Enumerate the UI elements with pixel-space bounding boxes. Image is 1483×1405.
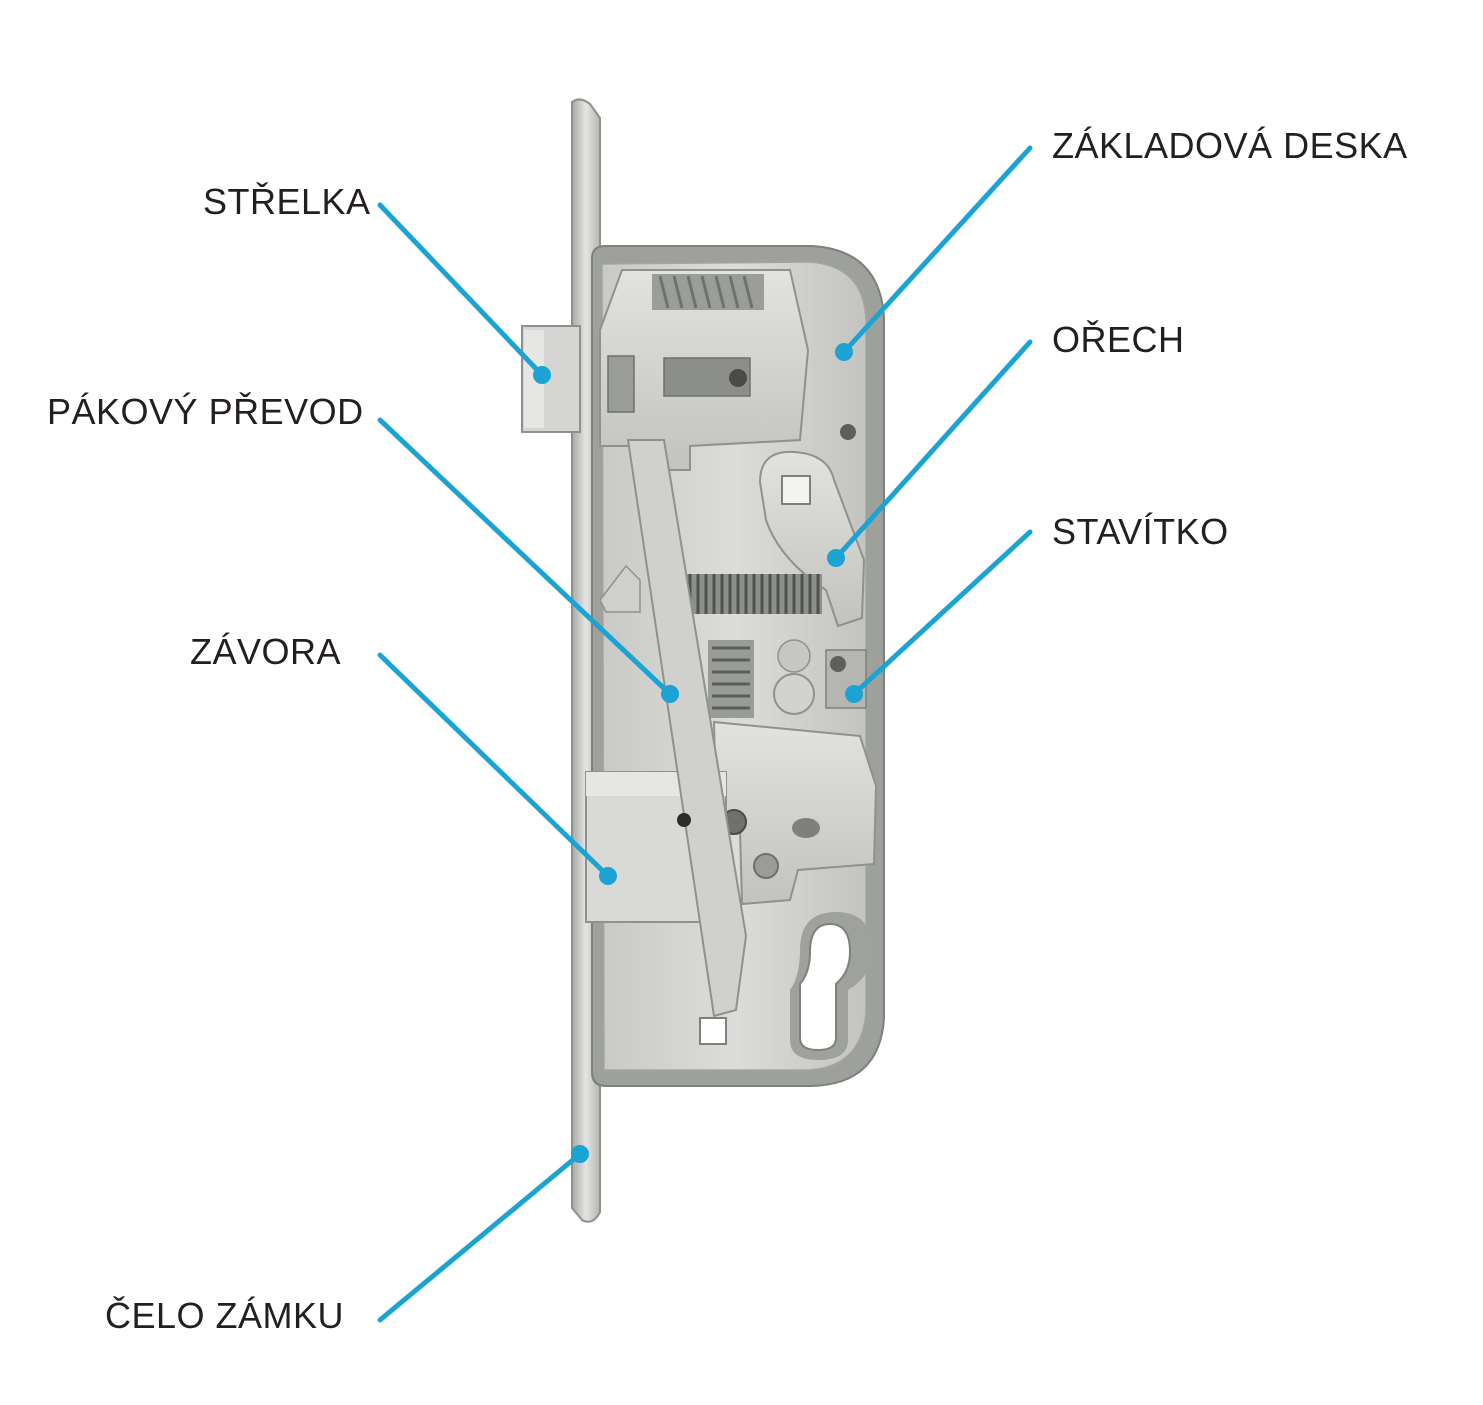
leader-lines	[377, 145, 1033, 1323]
label-celo-zamku: ČELO ZÁMKU	[105, 1295, 345, 1336]
lever-transmission	[626, 439, 748, 1018]
label-zakladova-deska: ZÁKLADOVÁ DESKA	[1052, 125, 1408, 166]
leader-orech	[833, 339, 1033, 561]
leader-zakladova-deska-dot	[835, 343, 853, 361]
latch-bolt	[521, 325, 581, 433]
leader-strelka-dot	[533, 366, 551, 384]
leader-celo-zamku-dot	[571, 1145, 589, 1163]
spindle-hub	[758, 424, 866, 628]
label-stavitko: STAVÍTKO	[1052, 511, 1229, 552]
leader-zavora	[377, 652, 611, 879]
label-pakovy-prevod: PÁKOVÝ PŘEVOD	[47, 391, 364, 432]
leader-celo-zamku	[377, 1151, 583, 1323]
leader-stavitko-dot	[845, 685, 863, 703]
label-zavora: ZÁVORA	[190, 631, 342, 672]
leader-pakovy-prevod	[377, 417, 673, 697]
leader-zakladova-deska	[841, 145, 1033, 355]
leader-pakovy-prevod-dot	[661, 685, 679, 703]
cylinder-hole	[699, 912, 872, 1060]
main-spring	[599, 564, 822, 614]
leader-zavora-dot	[599, 867, 617, 885]
label-orech: OŘECH	[1052, 319, 1185, 360]
leader-stavitko	[851, 529, 1033, 697]
tumbler-assembly	[708, 639, 878, 906]
label-strelka: STŘELKA	[203, 181, 371, 222]
leader-strelka	[377, 202, 545, 378]
latch-housing	[599, 269, 810, 471]
leader-orech-dot	[827, 549, 845, 567]
